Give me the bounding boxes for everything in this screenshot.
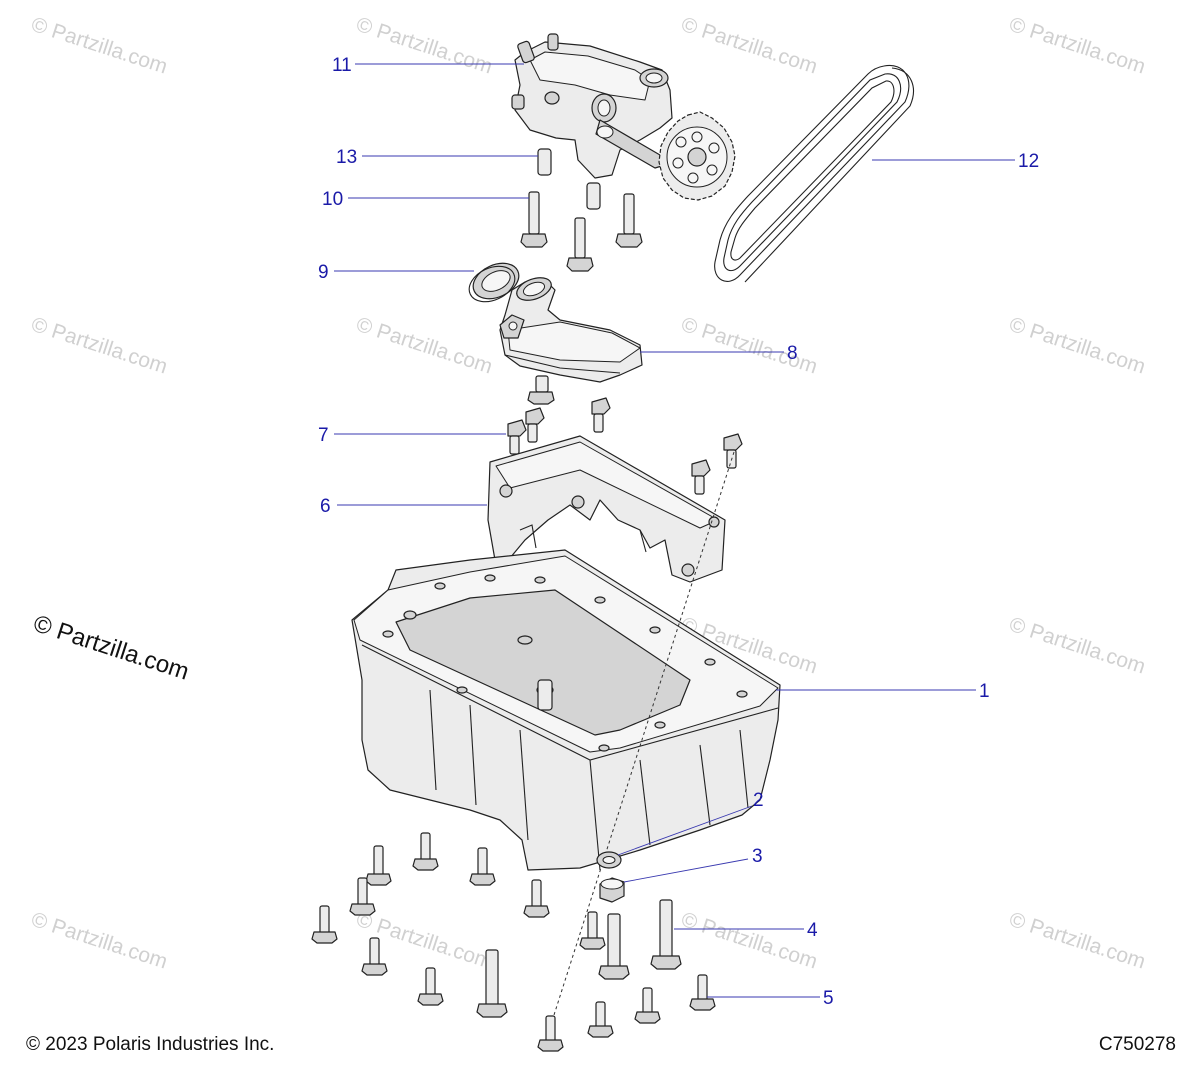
- alignment-line: [545, 451, 735, 1041]
- watermark: © Partzilla.com: [678, 13, 820, 79]
- watermark: © Partzilla.com: [28, 908, 170, 974]
- watermark: © Partzilla.com: [1006, 13, 1148, 79]
- leader-lines: [334, 63, 1015, 998]
- watermark: © Partzilla.com: [1006, 313, 1148, 379]
- callout-11[interactable]: 11: [332, 55, 352, 76]
- callout-2[interactable]: 2: [753, 790, 764, 811]
- callout-9[interactable]: 9: [318, 262, 329, 283]
- callout-8[interactable]: 8: [787, 343, 798, 364]
- leader-line-2: [617, 805, 753, 856]
- watermark: © Partzilla.com: [678, 908, 820, 974]
- watermark-prominent: © Partzilla.com: [30, 610, 192, 686]
- oil-pan-part: [351, 549, 781, 871]
- callout-13[interactable]: 13: [336, 147, 357, 168]
- watermark: © Partzilla.com: [678, 313, 820, 379]
- watermark: © Partzilla.com: [353, 313, 495, 379]
- baffle-bolts-part: [507, 397, 743, 495]
- oil-pump-part: [511, 33, 736, 201]
- callout-7[interactable]: 7: [318, 425, 329, 446]
- seal-ring-part: [468, 262, 520, 303]
- pan-bolts-part: [311, 832, 716, 1052]
- watermark: © Partzilla.com: [28, 313, 170, 379]
- watermark: © Partzilla.com: [1006, 613, 1148, 679]
- drain-washer-part: [596, 851, 622, 869]
- long-bolts-part: [476, 899, 682, 1018]
- drain-plug-part: [599, 877, 625, 903]
- diagram-code: C750278: [1098, 1034, 1176, 1055]
- callout-labels: 11 13 10 9 8 7 6 1 12 2 3 4 5: [318, 55, 1039, 1009]
- copyright-notice: © 2023 Polaris Industries Inc.: [26, 1034, 275, 1055]
- dowel-pins-part: [537, 148, 601, 210]
- callout-10[interactable]: 10: [322, 189, 343, 210]
- pump-bolts-part: [520, 191, 643, 272]
- callout-6[interactable]: 6: [320, 496, 331, 517]
- watermark: © Partzilla.com: [1006, 908, 1148, 974]
- callout-12[interactable]: 12: [1018, 151, 1039, 172]
- callout-1[interactable]: 1: [979, 681, 990, 702]
- drive-belt-part: [714, 64, 914, 283]
- oil-strainer-part: [499, 277, 643, 405]
- callout-4[interactable]: 4: [807, 920, 818, 941]
- callout-5[interactable]: 5: [823, 988, 834, 1009]
- callout-3[interactable]: 3: [752, 846, 763, 867]
- watermark: © Partzilla.com: [353, 13, 495, 79]
- leader-line-3: [623, 858, 749, 883]
- watermark: © Partzilla.com: [28, 13, 170, 79]
